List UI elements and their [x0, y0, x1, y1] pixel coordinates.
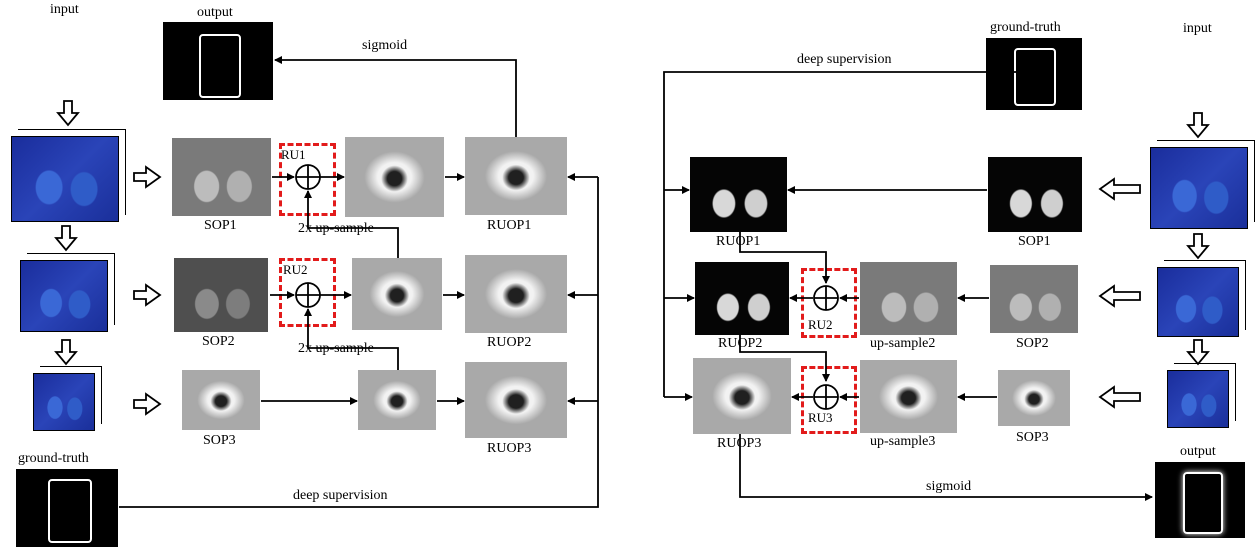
- left-output-image: [163, 22, 273, 100]
- right-ground-truth-label: ground-truth: [990, 20, 1061, 35]
- left-ruop3-label: RUOP3: [487, 441, 532, 456]
- right-deep-supervision-label: deep supervision: [797, 52, 892, 67]
- left-ru1-output-image: [345, 137, 444, 217]
- left-sop1-label: SOP1: [204, 218, 237, 233]
- left-output-label: output: [197, 5, 233, 20]
- left-sop1-image: [172, 138, 271, 216]
- right-output-label: output: [1180, 444, 1216, 459]
- left-ru1-sum-icon: [295, 164, 321, 190]
- hollow-down-arrow-right-2: [1186, 233, 1210, 260]
- right-ruop3-image: [693, 358, 791, 434]
- right-sop1-label: SOP1: [1018, 234, 1051, 249]
- right-sop3-image: [998, 370, 1070, 426]
- left-sop2-label: SOP2: [202, 334, 235, 349]
- right-ru3-box: [801, 366, 857, 434]
- left-ground-truth-label: ground-truth: [18, 451, 89, 466]
- hollow-left-arrow-right-3: [1098, 385, 1141, 409]
- hollow-down-arrow-left-3: [54, 339, 78, 366]
- right-ruop1-image: [690, 157, 787, 232]
- right-input-label: input: [1183, 21, 1212, 36]
- right-feature-map-1: [1150, 147, 1248, 229]
- left-input-label: input: [50, 2, 79, 17]
- left-sigmoid-label: sigmoid: [362, 38, 408, 53]
- hollow-down-arrow-left-2: [54, 225, 78, 252]
- left-deep-supervision-label: deep supervision: [293, 488, 388, 503]
- hollow-right-arrow-left-1: [133, 165, 162, 189]
- hollow-down-arrow-left-1: [56, 100, 80, 127]
- hollow-right-arrow-left-3: [133, 392, 162, 416]
- right-sop2-label: SOP2: [1016, 336, 1049, 351]
- left-sop2-image: [174, 258, 268, 332]
- right-sigmoid-label: sigmoid: [926, 479, 972, 494]
- right-output-image: [1155, 462, 1245, 538]
- left-ruop1-image: [465, 137, 567, 215]
- right-ru2-label: RU2: [808, 317, 833, 332]
- right-sop1-image: [988, 157, 1082, 232]
- right-sop3-label: SOP3: [1016, 430, 1049, 445]
- right-upsample3-label: up-sample3: [870, 434, 936, 449]
- hollow-left-arrow-right-1: [1098, 177, 1141, 201]
- left-upsample-image-3: [358, 370, 436, 430]
- hollow-right-arrow-left-2: [133, 283, 162, 307]
- left-ru1-label: RU1: [281, 147, 306, 162]
- left-sop3-label: SOP3: [203, 433, 236, 448]
- right-sop2-image: [990, 265, 1078, 333]
- left-ruop1-label: RUOP1: [487, 218, 532, 233]
- hollow-down-arrow-right-3: [1186, 339, 1210, 366]
- left-ru2-sum-icon: [295, 282, 321, 308]
- right-ru2-box: [801, 268, 857, 338]
- right-feature-map-3: [1167, 370, 1229, 428]
- right-ruop2-image: [695, 262, 789, 335]
- hollow-left-arrow-right-2: [1098, 284, 1141, 308]
- right-ground-truth-image: [986, 38, 1082, 110]
- left-ground-truth-image: [16, 469, 118, 547]
- left-upsample-image-2: [352, 258, 442, 330]
- left-feature-map-2: [20, 260, 108, 332]
- left-feature-map-3: [33, 373, 95, 431]
- right-upsample2-image: [860, 262, 957, 335]
- right-ruop1-label: RUOP1: [716, 234, 761, 249]
- right-feature-map-2: [1157, 267, 1239, 337]
- right-ru3-sum-icon: [813, 384, 839, 410]
- left-ru2-label: RU2: [283, 262, 308, 277]
- left-ruop3-image: [465, 362, 567, 438]
- right-upsample2-label: up-sample2: [870, 336, 936, 351]
- right-ru2-sum-icon: [813, 285, 839, 311]
- left-ruop2-label: RUOP2: [487, 335, 532, 350]
- left-feature-map-1: [11, 136, 119, 222]
- right-upsample3-image: [860, 360, 957, 433]
- left-ruop2-image: [465, 255, 567, 333]
- right-ru3-label: RU3: [808, 410, 833, 425]
- left-sop3-image: [182, 370, 260, 430]
- hollow-down-arrow-right-1: [1186, 112, 1210, 139]
